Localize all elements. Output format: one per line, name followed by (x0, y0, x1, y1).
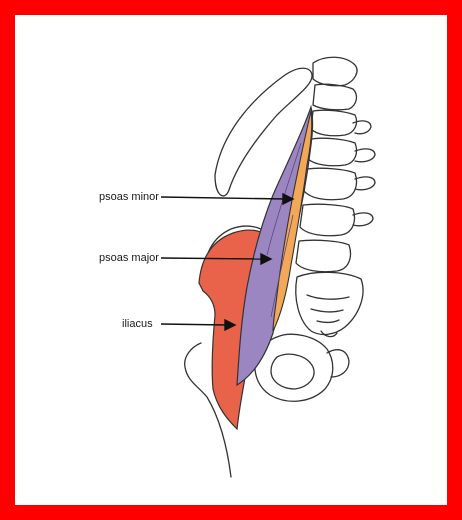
transverse-process (355, 149, 375, 162)
label-iliacus: iliacus (122, 318, 153, 330)
iliacus-arrow (161, 324, 227, 325)
transverse-process (353, 213, 373, 226)
sacrum-outline (296, 272, 363, 334)
transverse-process (355, 177, 375, 190)
label-psoas-minor: psoas minor (99, 191, 159, 203)
psoas-iliacus-anatomy-illustration (30, 30, 462, 520)
label-psoas-major: psoas major (99, 252, 159, 264)
psoas-major-arrow (161, 258, 263, 259)
psoas-minor-arrow (161, 197, 285, 199)
